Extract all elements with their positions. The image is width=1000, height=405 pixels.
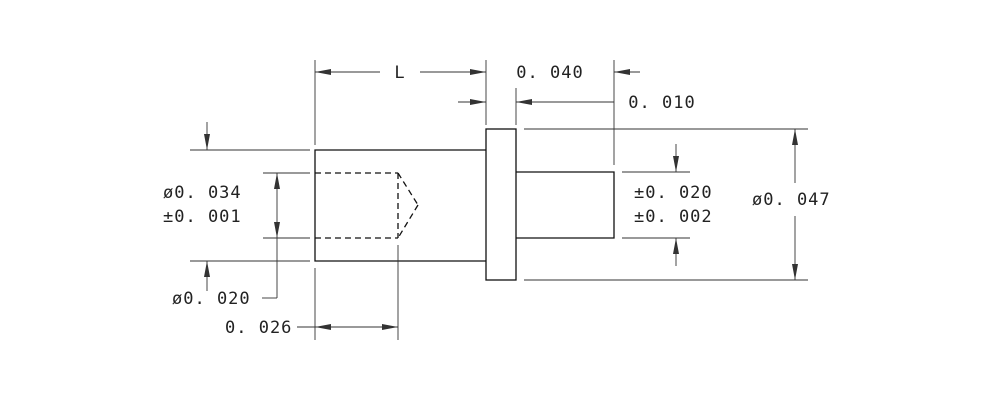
tail-diameter-dimension: ±0. 020 ±0. 002 — [622, 144, 713, 266]
tail-outline — [516, 171, 615, 239]
body-diameter-label: ø0. 034 — [163, 183, 242, 203]
hidden-bore — [315, 172, 419, 239]
tail-diameter-label: ±0. 020 — [634, 183, 713, 203]
tail-length-dimension: 0. 010 — [516, 60, 695, 165]
bore-diameter-label: ø0. 020 — [172, 289, 251, 309]
length-label: L — [394, 63, 405, 83]
bore-depth-label: 0. 026 — [225, 318, 292, 338]
part-outline — [314, 128, 615, 281]
flange-diameter-dimension: ø0. 047 — [524, 128, 831, 281]
bore-diameter-dimension: ø0. 020 — [172, 172, 310, 309]
body-diameter-dimension: ø0. 034 ±0. 001 — [163, 122, 310, 291]
flange-thickness-dimension: 0. 040 — [458, 63, 640, 125]
flange-diameter-label: ø0. 047 — [752, 190, 831, 210]
length-dimension: L — [314, 60, 487, 145]
body-outline — [314, 149, 486, 262]
body-tolerance-label: ±0. 001 — [163, 207, 242, 227]
flange-outline — [485, 128, 517, 281]
tail-length-label: 0. 010 — [628, 93, 695, 113]
bore-depth-dimension: 0. 026 — [225, 245, 399, 340]
flange-thickness-label: 0. 040 — [516, 63, 583, 83]
tail-tolerance-label: ±0. 002 — [634, 207, 713, 227]
